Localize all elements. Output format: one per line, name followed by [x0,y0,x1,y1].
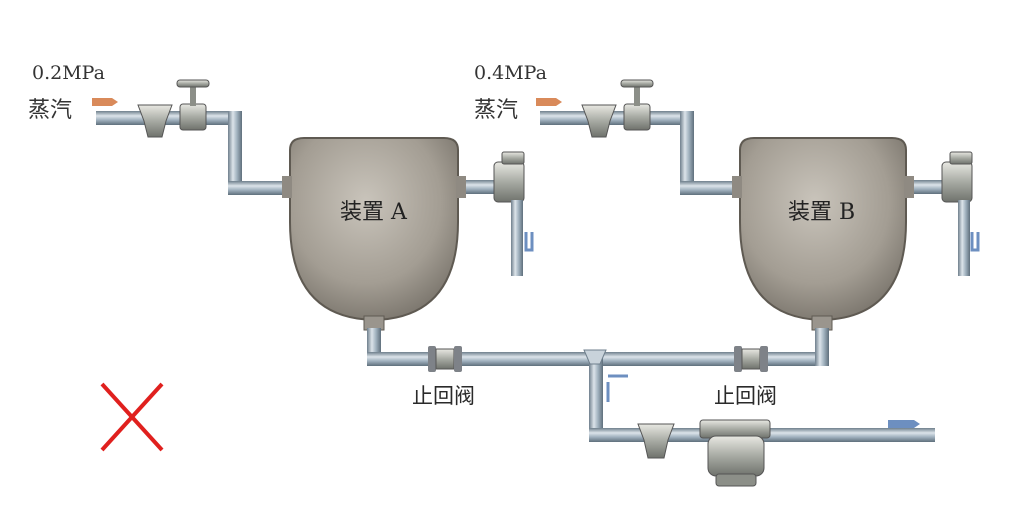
steam-label-b: 蒸汽 [474,98,519,123]
float-steam-trap [699,419,771,487]
pressure-label-a: 0.2MPa [32,62,105,84]
arrow-right-icon [92,98,118,106]
side-trap-b [914,151,980,276]
device-a-label: 装置 A [340,200,407,225]
strainer-b [581,104,617,138]
check-valve-right [734,346,768,372]
vessel-a [282,137,466,331]
vessel-b [732,137,914,331]
device-b-label: 装置 B [788,200,856,225]
bottom-strainer [637,423,675,459]
arrow-right-icon [536,98,562,106]
strainer-a [137,104,173,138]
arrow-down-icon [606,374,628,402]
side-trap-a [466,151,534,276]
steam-label-a: 蒸汽 [28,98,73,123]
check-valve-right-label: 止回阀 [714,384,777,408]
gate-valve-b [620,79,654,131]
gate-valve-a [176,79,210,131]
red-cross-icon [100,382,164,452]
check-valve-left [428,346,462,372]
steam-line-b [540,111,740,195]
check-valve-left-label: 止回阀 [412,384,475,408]
arrow-right-icon [888,420,920,428]
pressure-label-b: 0.4MPa [474,62,547,84]
